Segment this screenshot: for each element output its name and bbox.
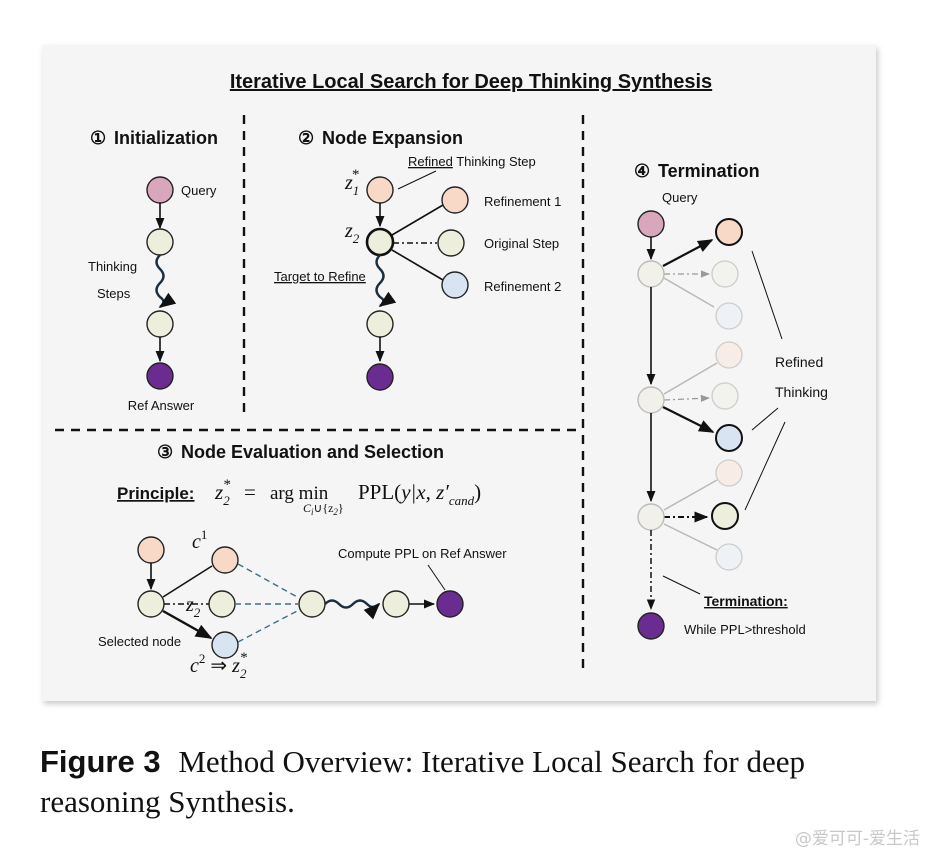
diagram-title: Iterative Local Search for Deep Thinking… bbox=[230, 71, 712, 93]
candidate-evaluation-links bbox=[235, 563, 300, 643]
faded-step-node bbox=[637, 503, 665, 531]
thinking-step-node bbox=[146, 228, 174, 256]
ref-answer-node bbox=[366, 363, 394, 391]
initialization-heading: Initialization bbox=[114, 128, 218, 148]
thinking-step-node bbox=[298, 590, 326, 618]
thinking-step-node bbox=[366, 310, 394, 338]
expansion-squiggle bbox=[375, 254, 397, 307]
watermark: @爱可可-爱生活 bbox=[794, 829, 920, 849]
evaluation-heading: Node Evaluation and Selection bbox=[181, 442, 444, 462]
principle-formula: z2* = arg min Ci∪{z2} PPL(y|x, z′cand) bbox=[214, 477, 481, 517]
refined-node bbox=[715, 424, 743, 452]
refinement-1-label: Refinement 1 bbox=[484, 194, 561, 209]
refined-label: Refined bbox=[775, 354, 823, 370]
termination-query-label: Query bbox=[662, 190, 698, 205]
principle-label: Principle: bbox=[117, 484, 194, 503]
target-node bbox=[365, 227, 395, 257]
method-overview-figure: Iterative Local Search for Deep Thinking… bbox=[42, 45, 876, 701]
expansion-heading: Node Expansion bbox=[322, 128, 463, 148]
refined-node bbox=[711, 502, 739, 530]
z2-candidate-label: z2 bbox=[185, 594, 201, 620]
termination-query-node bbox=[637, 210, 665, 238]
thinking-steps-label-1: Thinking bbox=[88, 259, 137, 274]
svg-text:PPL(y|x, z′cand): PPL(y|x, z′cand) bbox=[358, 480, 481, 508]
selected-node-label: Selected node bbox=[98, 634, 181, 649]
thinking-step-node bbox=[382, 590, 410, 618]
thinking-step-node bbox=[146, 310, 174, 338]
thinking-steps-squiggle bbox=[155, 254, 177, 308]
c2-implies-label: c2⇒z2* bbox=[190, 650, 247, 681]
previous-node bbox=[137, 536, 165, 564]
candidate-z2-node bbox=[208, 590, 236, 618]
z2-label: z2 bbox=[344, 220, 360, 246]
figure-caption: Figure 3 Method Overview: Iterative Loca… bbox=[40, 742, 910, 822]
original-step-label: Original Step bbox=[484, 236, 559, 251]
termination-condition: While PPL>threshold bbox=[684, 622, 806, 637]
original-step-node bbox=[437, 229, 465, 257]
refined-thinking-step-label: Refined Thinking Step bbox=[408, 154, 536, 169]
termination-heading: Termination bbox=[658, 161, 760, 181]
svg-text:=: = bbox=[244, 480, 256, 504]
ref-answer-label: Ref Answer bbox=[128, 398, 195, 413]
figure-caption-text: Method Overview: Iterative Local Search … bbox=[40, 744, 805, 819]
faded-candidate-node bbox=[711, 382, 739, 410]
candidate-c2-node bbox=[211, 631, 239, 659]
refinement-2-label: Refinement 2 bbox=[484, 279, 561, 294]
termination-section: ④ Termination Query bbox=[634, 161, 828, 640]
initialization-section: ① Initialization Query Thinking Steps Re… bbox=[88, 128, 218, 413]
evaluation-section: ③ Node Evaluation and Selection Principl… bbox=[98, 442, 507, 681]
initialization-number: ① bbox=[90, 128, 106, 148]
refinement-2-node bbox=[441, 271, 469, 299]
diagram-panel bbox=[42, 45, 876, 701]
section-dividers bbox=[55, 115, 585, 670]
expansion-number: ② bbox=[298, 128, 314, 148]
svg-text:arg min: arg min bbox=[270, 483, 329, 504]
query-node bbox=[146, 176, 174, 204]
thinking-label: Thinking bbox=[775, 384, 828, 400]
faded-step-node bbox=[637, 386, 665, 414]
evaluation-squiggle bbox=[324, 599, 381, 620]
refined-node bbox=[715, 218, 743, 246]
svg-text:z2*: z2* bbox=[214, 477, 231, 508]
termination-number: ④ bbox=[634, 161, 650, 181]
faded-step-node bbox=[637, 260, 665, 288]
figure-label: Figure 3 bbox=[40, 744, 161, 779]
candidate-c1-node bbox=[211, 546, 239, 574]
target-to-refine-label: Target to Refine bbox=[274, 269, 366, 284]
termination-answer-node bbox=[637, 612, 665, 640]
faded-candidate-node bbox=[715, 302, 743, 330]
faded-candidate-node bbox=[715, 543, 743, 571]
faded-candidate-node bbox=[711, 260, 739, 288]
query-label: Query bbox=[181, 183, 217, 198]
compute-ppl-label: Compute PPL on Ref Answer bbox=[338, 546, 507, 561]
refinement-1-node bbox=[441, 186, 469, 214]
c1-label: c1 bbox=[192, 527, 207, 553]
ref-answer-node bbox=[436, 590, 464, 618]
evaluation-number: ③ bbox=[157, 442, 173, 462]
refined-step-node bbox=[366, 176, 394, 204]
z1-star-label: z1* bbox=[344, 167, 359, 198]
node-expansion-section: ② Node Expansion z1* z2 Refined Thinking… bbox=[274, 128, 561, 391]
selected-node bbox=[137, 590, 165, 618]
thinking-steps-label-2: Steps bbox=[97, 286, 131, 301]
faded-candidate-node bbox=[715, 459, 743, 487]
svg-text:Ci∪{z2}: Ci∪{z2} bbox=[303, 501, 344, 517]
ref-answer-node bbox=[146, 362, 174, 390]
termination-label: Termination: bbox=[704, 593, 788, 609]
faded-candidate-node bbox=[715, 341, 743, 369]
